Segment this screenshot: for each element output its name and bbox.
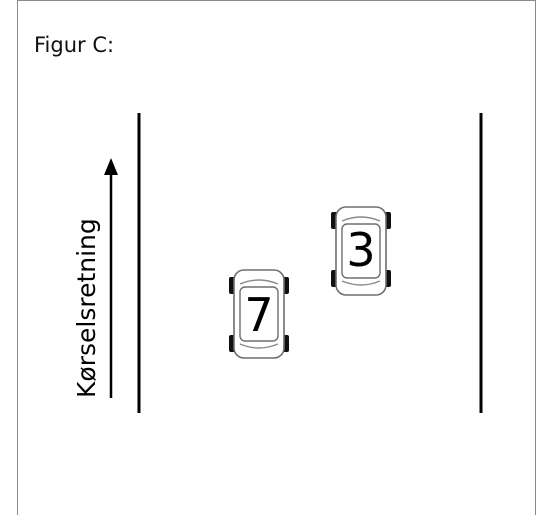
up-arrow-icon bbox=[104, 158, 118, 398]
car-top-view-icon bbox=[331, 206, 391, 296]
figure-frame bbox=[17, 0, 536, 515]
car-top-view-icon bbox=[229, 269, 289, 359]
figure-caption: Figur C: bbox=[34, 33, 115, 57]
car-number: 3 bbox=[346, 223, 375, 277]
car-number: 7 bbox=[244, 288, 273, 342]
car-7: 7 bbox=[229, 269, 289, 359]
direction-label: Kørselsretning bbox=[72, 218, 101, 398]
car-3: 3 bbox=[331, 206, 391, 296]
